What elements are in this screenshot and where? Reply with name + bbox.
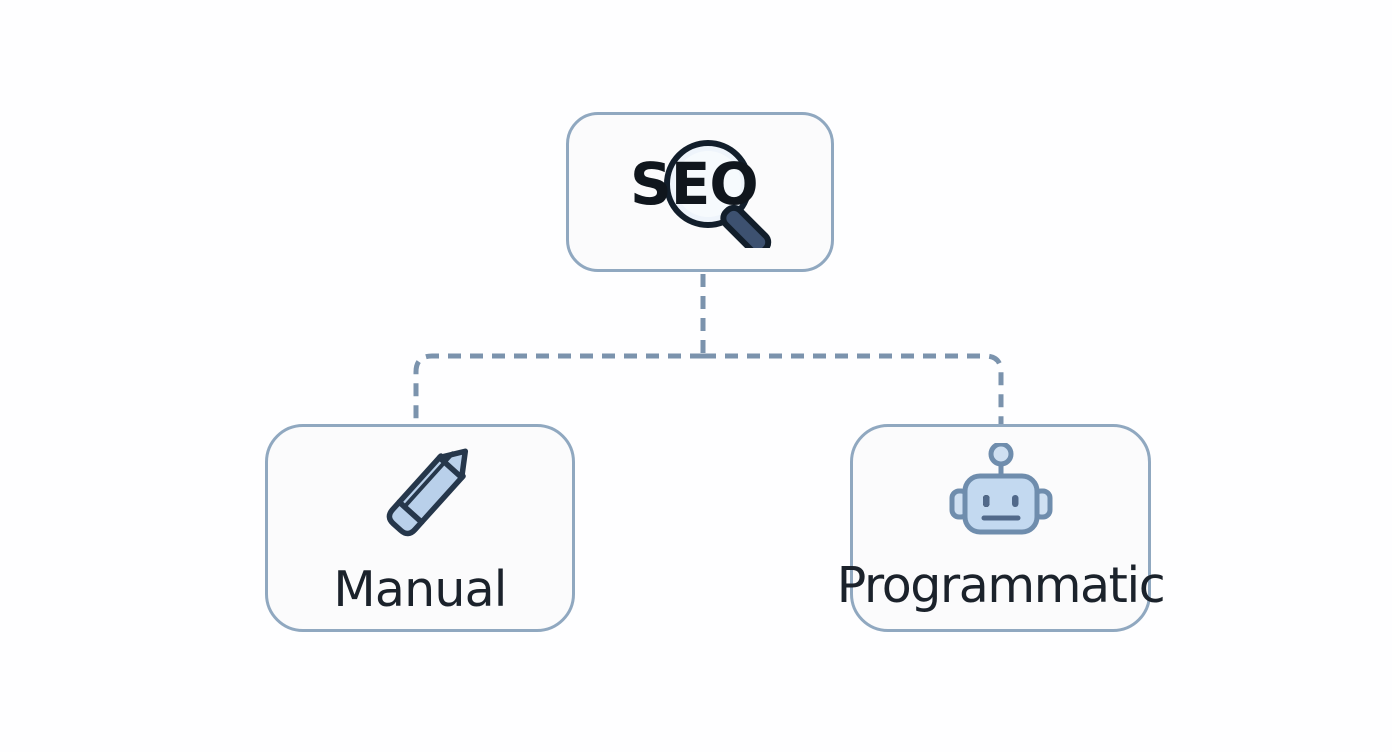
node-seo[interactable]: SEO	[566, 112, 834, 272]
node-manual-label: Manual	[333, 560, 507, 618]
node-programmatic[interactable]: Programmatic	[837, 424, 1166, 632]
robot-icon	[945, 441, 1057, 539]
edge-seo-to-programmatic	[703, 353, 1004, 424]
pencil-icon	[362, 441, 488, 545]
node-programmatic-label: Programmatic	[836, 556, 1166, 614]
seo-magnifier-icon: SEO	[616, 136, 784, 256]
node-manual[interactable]: Manual	[265, 424, 575, 632]
edge-seo-to-manual	[413, 353, 703, 424]
seo-wordmark: SEO	[630, 150, 758, 218]
